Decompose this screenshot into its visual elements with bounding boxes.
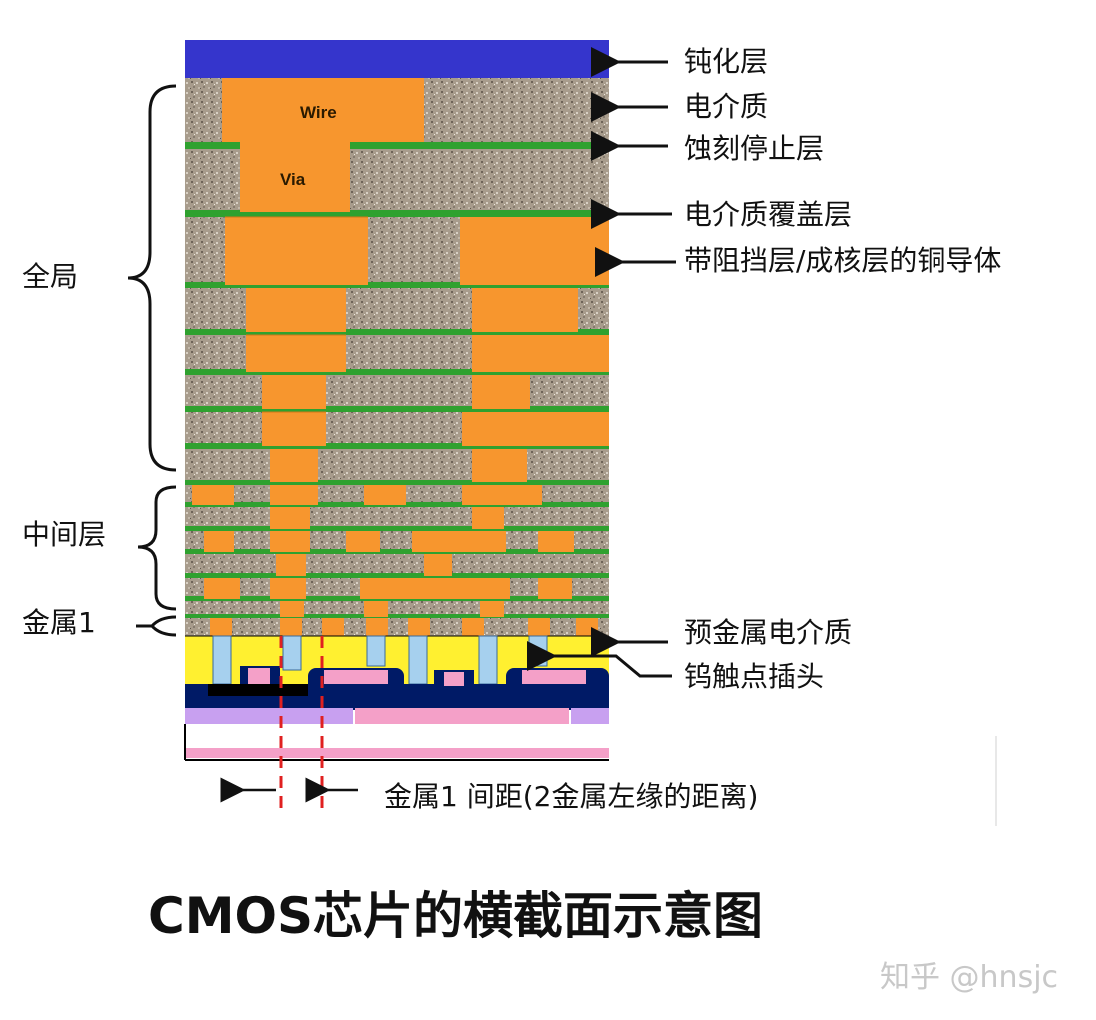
copper-conductors	[192, 78, 609, 636]
transistor-gates	[208, 666, 609, 708]
dielectric-label: 电介质	[684, 90, 769, 123]
etch-stop-label: 蚀刻停止层	[684, 132, 825, 165]
tungsten-label: 钨触点插头	[684, 660, 825, 693]
metal1-pitch-label: 金属1 间距(2金属左缘的距离)	[384, 780, 759, 813]
etch-stop-lines	[185, 142, 609, 618]
diagram-title: CMOS芯片的横截面示意图	[148, 887, 763, 945]
via-label: Via	[280, 170, 306, 189]
passivation-label: 钝化层	[684, 45, 769, 78]
label-arrows	[527, 47, 676, 678]
intermediate-label: 中间层	[22, 518, 107, 551]
left-braces	[127, 84, 177, 637]
metal1-label: 金属1	[22, 606, 96, 639]
pmd-label: 预金属电介质	[684, 616, 853, 649]
wire-label: Wire	[300, 103, 337, 122]
cap-label: 电介质覆盖层	[684, 198, 853, 231]
watermark: 知乎 @hnsjc	[880, 960, 1059, 995]
global-label: 全局	[22, 260, 79, 293]
passivation-layer	[185, 40, 609, 78]
copper-label: 带阻挡层/成核层的铜导体	[684, 244, 1002, 277]
